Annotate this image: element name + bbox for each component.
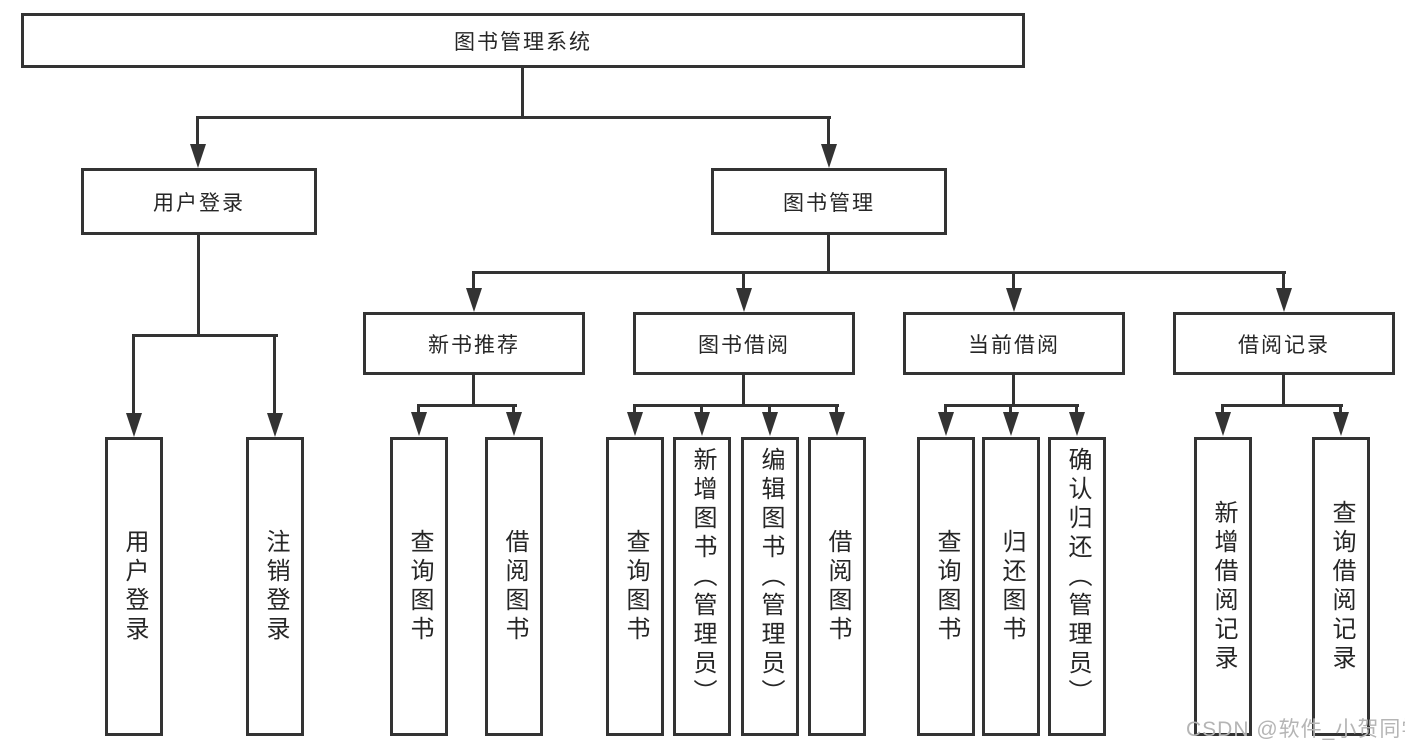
node-library-management-system: 图书管理系统 <box>21 13 1025 68</box>
node-book-borrowing: 图书借阅 <box>633 312 855 375</box>
leaf-bb-add-books-admin: 新增图书（管理员） <box>673 437 731 736</box>
arrow-down-icon <box>190 144 206 168</box>
leaf-label: 确认归还（管理员） <box>1064 447 1091 708</box>
connector <box>132 334 135 414</box>
node-label: 借阅记录 <box>1238 333 1330 357</box>
connector <box>472 375 475 406</box>
arrow-down-icon <box>829 412 845 436</box>
leaf-label: 新增图书（管理员） <box>689 447 716 708</box>
connector <box>472 271 1286 274</box>
connector <box>1221 404 1224 414</box>
connector <box>633 404 636 414</box>
leaf-label: 查询图书 <box>406 528 433 645</box>
arrow-down-icon <box>1006 288 1022 312</box>
node-label: 图书借阅 <box>698 333 790 357</box>
connector <box>1012 375 1015 406</box>
leaf-logout: 注销登录 <box>246 437 304 736</box>
connector <box>1339 404 1342 414</box>
connector <box>197 235 200 336</box>
leaf-label: 借阅图书 <box>824 528 851 645</box>
connector <box>196 116 199 146</box>
node-label: 当前借阅 <box>968 333 1060 357</box>
connector <box>417 404 517 407</box>
connector <box>944 404 947 414</box>
connector <box>196 116 831 119</box>
node-label: 新书推荐 <box>428 333 520 357</box>
connector <box>700 404 703 414</box>
arrow-down-icon <box>411 412 427 436</box>
connector <box>1282 271 1285 290</box>
connector <box>1009 404 1012 414</box>
arrow-down-icon <box>1069 412 1085 436</box>
connector <box>742 375 745 406</box>
arrow-down-icon <box>267 413 283 437</box>
leaf-label: 新增借阅记录 <box>1210 499 1237 674</box>
connector <box>1075 404 1078 414</box>
node-current-borrowing: 当前借阅 <box>903 312 1125 375</box>
leaf-nb-query-books: 查询图书 <box>390 437 448 736</box>
connector <box>512 404 515 414</box>
leaf-bb-edit-books-admin: 编辑图书（管理员） <box>741 437 799 736</box>
node-new-book-recommendation: 新书推荐 <box>363 312 585 375</box>
arrow-down-icon <box>821 144 837 168</box>
leaf-label: 注销登录 <box>262 528 289 645</box>
arrow-down-icon <box>938 412 954 436</box>
node-label: 图书管理 <box>783 191 875 215</box>
arrow-down-icon <box>506 412 522 436</box>
leaf-br-add-record: 新增借阅记录 <box>1194 437 1252 736</box>
connector <box>273 334 276 414</box>
node-borrowing-records: 借阅记录 <box>1173 312 1395 375</box>
leaf-cb-return-books: 归还图书 <box>982 437 1040 736</box>
node-book-management: 图书管理 <box>711 168 947 235</box>
connector <box>827 235 830 273</box>
connector <box>827 116 830 146</box>
arrow-down-icon <box>1003 412 1019 436</box>
leaf-cb-query-books: 查询图书 <box>917 437 975 736</box>
leaf-br-query-record: 查询借阅记录 <box>1312 437 1370 736</box>
node-label: 用户登录 <box>153 191 245 215</box>
arrow-down-icon <box>1276 288 1292 312</box>
leaf-bb-query-books: 查询图书 <box>606 437 664 736</box>
leaf-label: 归还图书 <box>998 528 1025 645</box>
arrow-down-icon <box>466 288 482 312</box>
leaf-user-login: 用户登录 <box>105 437 163 736</box>
leaf-label: 用户登录 <box>121 528 148 645</box>
leaf-label: 查询图书 <box>622 528 649 645</box>
connector <box>1012 271 1015 290</box>
connector <box>1282 375 1285 406</box>
leaf-label: 编辑图书（管理员） <box>757 447 784 708</box>
watermark: CSDN @软件_小贺同学 <box>1186 718 1405 741</box>
arrow-down-icon <box>1333 412 1349 436</box>
connector <box>132 334 278 337</box>
connector <box>417 404 420 414</box>
leaf-cb-confirm-return-admin: 确认归还（管理员） <box>1048 437 1106 736</box>
connector <box>835 404 838 414</box>
connector <box>768 404 771 414</box>
leaf-bb-borrow-books: 借阅图书 <box>808 437 866 736</box>
leaf-label: 借阅图书 <box>501 528 528 645</box>
connector <box>521 67 524 118</box>
connector <box>633 404 839 407</box>
arrow-down-icon <box>694 412 710 436</box>
connector <box>472 271 475 290</box>
node-user-login: 用户登录 <box>81 168 317 235</box>
leaf-label: 查询借阅记录 <box>1328 499 1355 674</box>
connector <box>742 271 745 290</box>
arrow-down-icon <box>762 412 778 436</box>
node-label: 图书管理系统 <box>454 30 592 54</box>
arrow-down-icon <box>736 288 752 312</box>
leaf-nb-borrow-books: 借阅图书 <box>485 437 543 736</box>
leaf-label: 查询图书 <box>933 528 960 645</box>
arrow-down-icon <box>126 413 142 437</box>
arrow-down-icon <box>627 412 643 436</box>
arrow-down-icon <box>1215 412 1231 436</box>
connector <box>1221 404 1343 407</box>
